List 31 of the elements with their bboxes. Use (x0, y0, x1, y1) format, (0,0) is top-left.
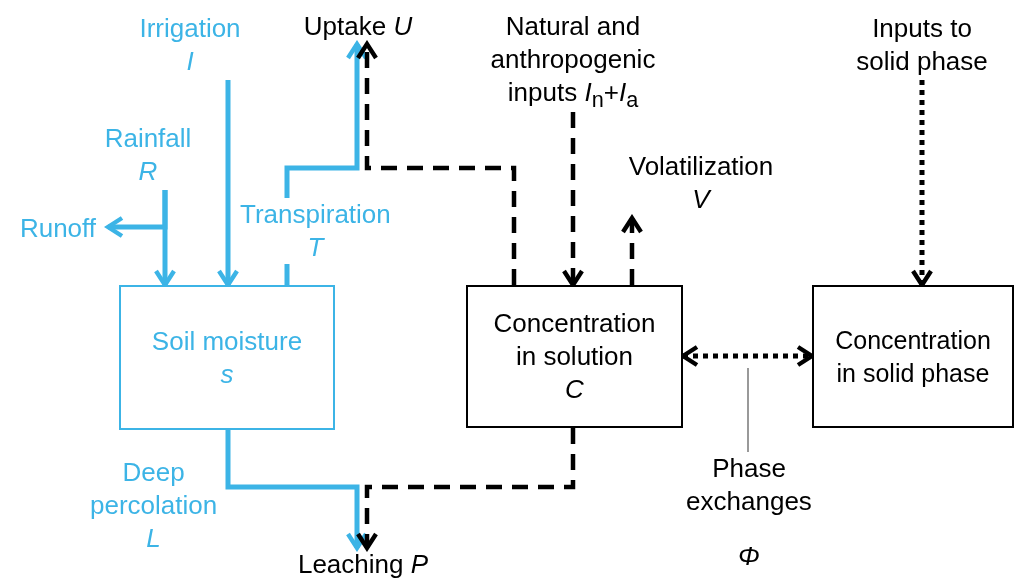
flux-label: Phase exchanges (685, 452, 813, 518)
variable-symbol: C (564, 373, 585, 406)
flow-arrow (910, 80, 934, 288)
box-title: Concentration in solid phase (834, 324, 992, 389)
box-title: Concentration in solution (492, 307, 657, 373)
variable-symbol: I (185, 45, 195, 78)
edge-label: Transpiration T (240, 198, 391, 264)
flow-arrow (620, 215, 644, 285)
flux-label: Inputs to solid phase (855, 12, 989, 78)
flux-label: Irrigation (139, 12, 241, 45)
variable-symbol: Φ (737, 540, 761, 573)
box-title: Soil moisture (151, 324, 303, 358)
variable-symbol: s (220, 357, 234, 391)
flow-arrow (105, 190, 168, 239)
flux-label: Rainfall (104, 122, 192, 155)
state-box (466, 285, 683, 428)
flow-arrow (561, 112, 585, 288)
state-box (812, 285, 1014, 428)
flow-arrow (216, 80, 240, 288)
state-box (119, 285, 335, 430)
edge-label: Deep percolation L (90, 456, 218, 555)
variable-symbol: R (137, 155, 159, 188)
flux-label: Runoff (18, 212, 98, 245)
flux-label: Volatilization (628, 150, 774, 183)
flow-arrow (355, 428, 576, 551)
flow-arrow (355, 41, 517, 285)
flux-label: Natural and anthropogenic inputs I$_{n}$+I$_{a}$ (489, 10, 657, 115)
flux-label: Leaching P (296, 548, 430, 581)
variable-symbol: V (691, 183, 713, 216)
flux-label: Uptake U (302, 10, 414, 43)
leader-line (747, 367, 749, 453)
